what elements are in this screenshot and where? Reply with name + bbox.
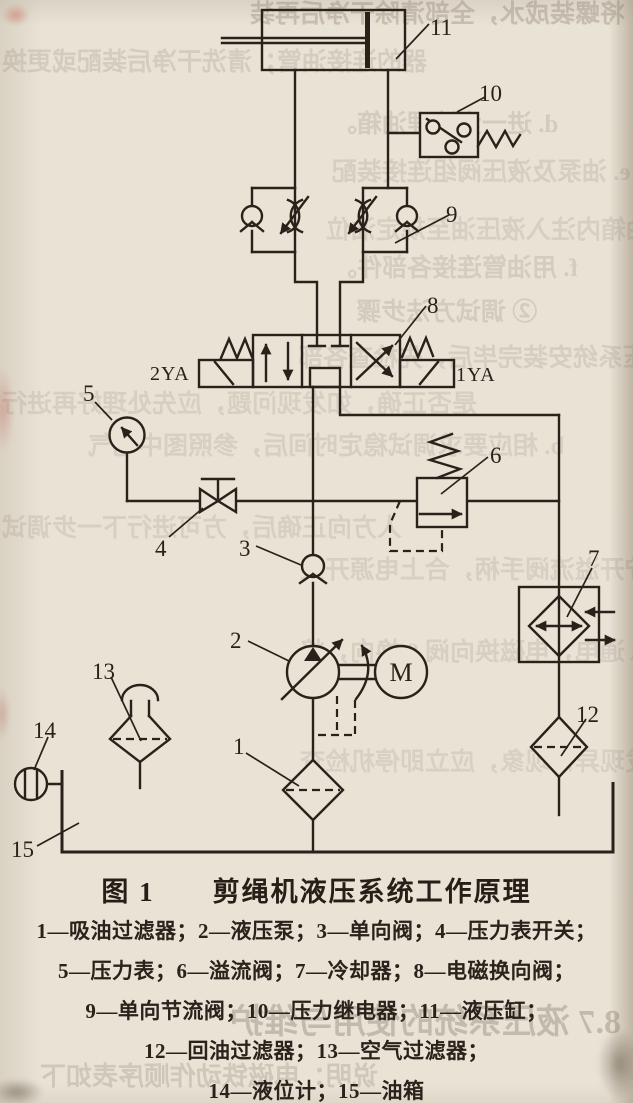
check-valve: 3 (239, 536, 328, 585)
solenoid-box (197, 358, 255, 389)
component-number-3: 3 (239, 536, 251, 561)
component-number-11: 11 (430, 15, 452, 40)
component-number-7: 7 (588, 546, 600, 571)
drive-shaft (337, 663, 377, 681)
spring-icon (476, 128, 522, 150)
label-leader (94, 401, 113, 421)
relief-valve: 6 (388, 432, 502, 553)
label-leader (440, 456, 489, 495)
return-filter: 12 (529, 702, 599, 779)
figure-number: 图 1 (101, 877, 155, 907)
label-leader (247, 640, 290, 662)
hydraulic-pump: 2 (230, 628, 377, 737)
one-way-throttle-valves: 9 (239, 195, 458, 244)
cylinder-piston (365, 12, 370, 68)
air-filter: 13 (92, 659, 172, 764)
check-valve-icon (395, 204, 419, 228)
legend-line: 1—吸油过滤器；2—液压泵；3—单向阀；4—压力表开关； (36, 919, 597, 943)
hydraulic-schematic: 11 10 9 (11, 8, 616, 862)
component-number-12: 12 (576, 702, 599, 727)
component-number-14: 14 (33, 718, 57, 743)
label-leader (110, 676, 142, 742)
drain-line (318, 696, 357, 737)
component-number-8: 8 (427, 293, 439, 318)
label-leader (395, 23, 430, 60)
component-number-2: 2 (230, 628, 242, 653)
legend-line: 14—液位计；15—油箱 (208, 1079, 425, 1103)
spring-icon (425, 432, 464, 480)
legend-line: 9—单向节流阀；10—压力继电器；11—液压缸； (85, 999, 548, 1023)
component-number-6: 6 (490, 443, 502, 468)
component-number-1: 1 (233, 734, 245, 759)
throttle-icon (354, 198, 372, 234)
rain-cap-icon (120, 683, 160, 702)
component-number-13: 13 (92, 659, 115, 684)
legend-line: 12—回油过滤器；13—空气过滤器； (144, 1039, 489, 1063)
spring-icon (219, 335, 254, 362)
solenoid-directional-valve: 2YA 1YA 8 (150, 293, 496, 389)
label-leader (566, 567, 593, 618)
label-leader (33, 736, 49, 771)
blocked-port-icon (330, 335, 350, 348)
solenoid-label-left: 2YA (150, 363, 190, 385)
figure-caption: 图 1 剪绳机液压系统工作原理 (0, 870, 633, 909)
throttle-icon (286, 198, 304, 234)
label-leader (255, 545, 302, 566)
oil-tank: 15 (11, 770, 615, 862)
component-number-5: 5 (83, 381, 95, 406)
blocked-port-icon (307, 335, 327, 348)
pilot-line (388, 500, 444, 553)
label-leader (560, 718, 587, 757)
hydraulic-cylinder: 11 (220, 8, 452, 72)
solenoid-label-right: 1YA (456, 364, 496, 386)
level-gauge: 14 (13, 718, 57, 802)
solenoid-box (398, 358, 456, 389)
cooler: 7 (517, 546, 616, 664)
label-leader (394, 305, 427, 346)
label-leader (168, 507, 204, 538)
pipe-network (45, 68, 561, 854)
suction-filter: 1 (233, 734, 345, 822)
motor-label: M (389, 658, 412, 687)
label-leader (394, 214, 450, 244)
figure-title: 剪绳机液压系统工作原理 (212, 877, 532, 907)
label-leader (245, 752, 300, 787)
variable-arrow (280, 638, 344, 701)
component-number-4: 4 (155, 536, 167, 561)
label-leader (36, 822, 80, 847)
component-number-9: 9 (446, 202, 458, 227)
pressure-gauge: 5 (83, 381, 146, 454)
legend-line: 5—压力表；6—溢流阀；7—冷却器；8—电磁换向阀； (58, 959, 575, 983)
figure-legend: 1—吸油过滤器；2—液压泵；3—单向阀；4—压力表开关； 5—压力表；6—溢流阀… (0, 911, 633, 1103)
gauge-valve: 4 (155, 477, 238, 561)
flow-direction-icon (304, 647, 322, 661)
pressure-relay: 10 (418, 81, 522, 159)
component-number-10: 10 (479, 81, 502, 106)
electric-motor: M (373, 644, 429, 700)
label-leader (456, 96, 486, 113)
component-number-15: 15 (11, 837, 34, 862)
rotation-arrow (354, 644, 372, 701)
spring-icon (400, 334, 435, 361)
check-valve-icon (240, 204, 264, 228)
